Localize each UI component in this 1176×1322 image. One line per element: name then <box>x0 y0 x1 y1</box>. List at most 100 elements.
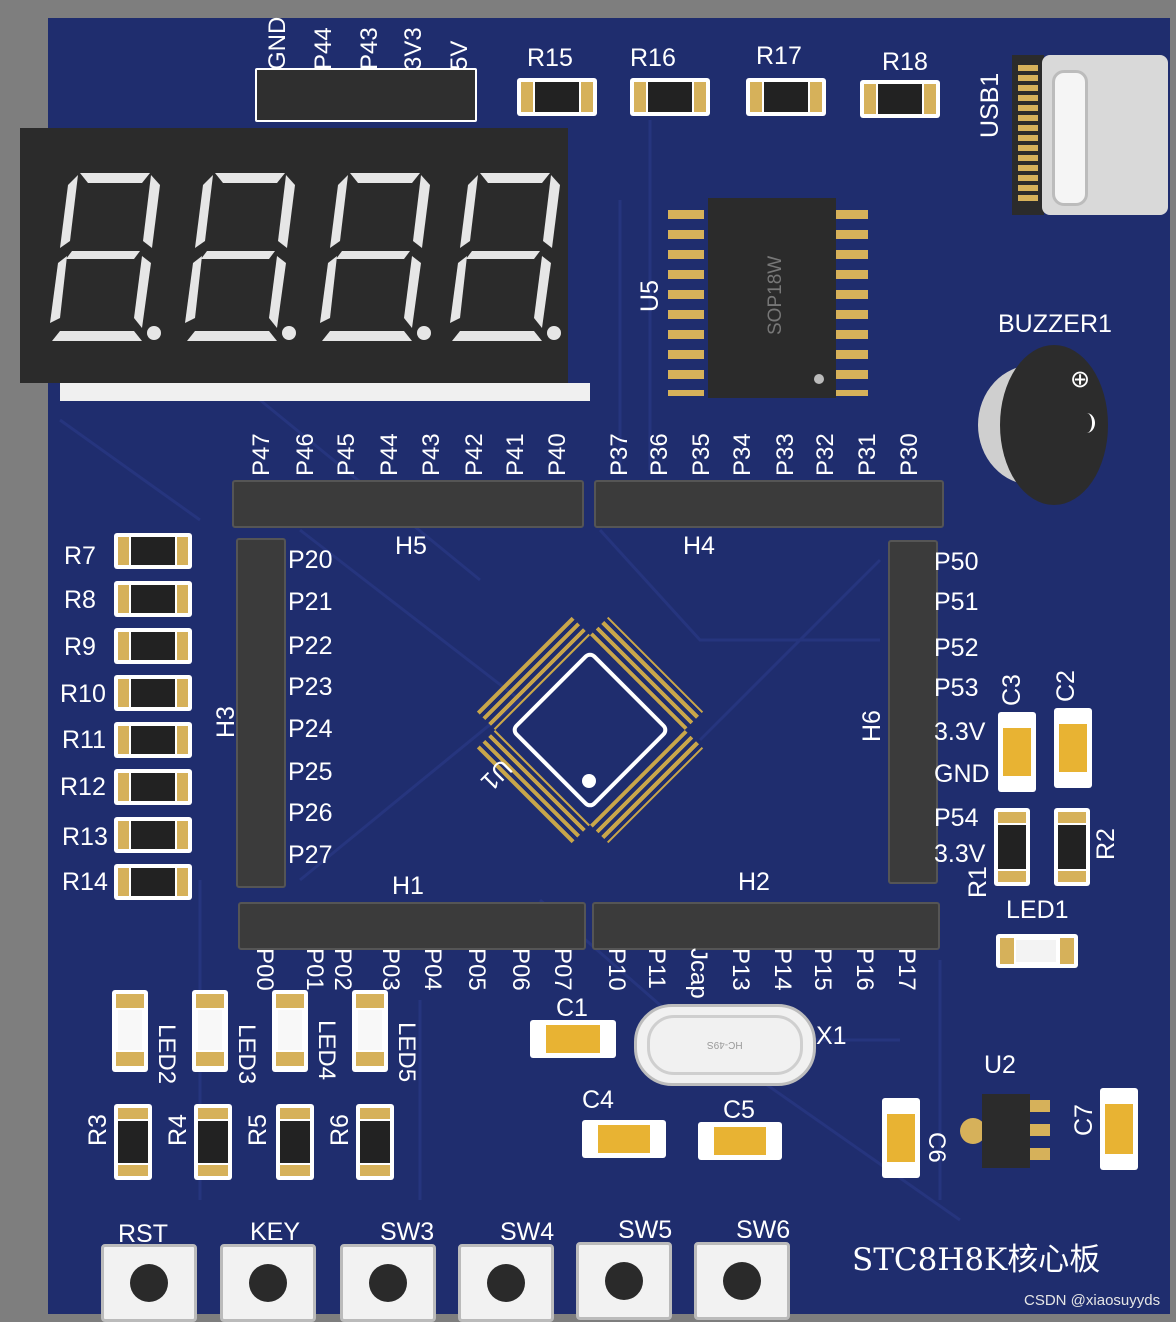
h4-pin-label: P36 <box>646 433 673 476</box>
h6-pin-label: P51 <box>934 588 979 616</box>
button-cap[interactable] <box>249 1264 287 1302</box>
top-header <box>255 68 477 122</box>
resistor-r17 <box>746 78 826 116</box>
h1-pin-label: P00 <box>251 948 278 991</box>
h2-pin-label: P13 <box>727 948 754 991</box>
u5-package-marking: SOP18W <box>765 255 786 335</box>
buzzer-plus-icon: ⊕ <box>1070 366 1091 393</box>
led-label: LED2 <box>153 1024 180 1085</box>
crystal-marking: HC-49S <box>707 1039 743 1050</box>
top-header-pin-label: P44 <box>310 27 337 70</box>
top-header-pin-label: P43 <box>356 27 383 70</box>
button-cap[interactable] <box>369 1264 407 1302</box>
h1-header <box>238 902 586 950</box>
h2-pin-label: P16 <box>851 948 878 991</box>
h3-pin-label: P24 <box>288 715 333 743</box>
h4-header <box>594 480 944 528</box>
sw6-button[interactable] <box>694 1242 790 1320</box>
h3-pin-label: P25 <box>288 758 333 786</box>
h6-pin-label: P53 <box>934 674 979 702</box>
top-header-pin-label: 3V3 <box>400 27 427 70</box>
h1-pin-label: P06 <box>507 948 534 991</box>
usb-label: USB1 <box>976 72 1004 138</box>
h4-pin-label: P31 <box>854 433 881 476</box>
h6-header <box>888 540 938 884</box>
h5-pin-label: P46 <box>292 433 319 476</box>
button-cap[interactable] <box>605 1262 643 1300</box>
resistor-label: R16 <box>630 44 676 72</box>
crystal-label: X1 <box>816 1022 847 1050</box>
c6-label: C6 <box>923 1132 950 1163</box>
h2-label: H2 <box>738 868 770 896</box>
h6-pin-label: GND <box>934 760 990 788</box>
sw3-button[interactable] <box>340 1244 436 1322</box>
h6-pin-label: 3.3V <box>934 840 986 868</box>
buzzer-label: BUZZER1 <box>998 310 1112 338</box>
h3-pin-label: P26 <box>288 799 333 827</box>
button-label: SW3 <box>380 1218 435 1246</box>
resistor-r5 <box>276 1104 314 1180</box>
rst-button[interactable] <box>101 1244 197 1322</box>
h4-pin-label: P30 <box>896 433 923 476</box>
h2-pin-label: P14 <box>769 948 796 991</box>
h3-header <box>236 538 286 888</box>
resistor-r4 <box>194 1104 232 1180</box>
button-cap[interactable] <box>723 1262 761 1300</box>
h2-pin-label: P10 <box>603 948 630 991</box>
u5-sop18w <box>668 198 868 403</box>
h1-label: H1 <box>392 872 424 900</box>
capacitor-c6 <box>882 1098 920 1178</box>
sw4-button[interactable] <box>458 1244 554 1322</box>
h5-label: H5 <box>395 532 427 560</box>
resistor <box>114 769 192 805</box>
seven-segment-display <box>20 128 590 401</box>
resistor-label: R18 <box>882 48 928 76</box>
key-button[interactable] <box>220 1244 316 1322</box>
resistor-label: R4 <box>164 1114 192 1146</box>
resistor-r2 <box>1054 808 1090 886</box>
capacitor-c1 <box>530 1020 616 1058</box>
resistor-label: R5 <box>244 1114 272 1146</box>
h6-label: H6 <box>858 710 886 742</box>
h4-label: H4 <box>683 532 715 560</box>
h3-pin-label: P27 <box>288 841 333 869</box>
h3-pin-label: P21 <box>288 588 333 616</box>
h2-pin-label: Jcap <box>685 948 712 999</box>
resistor-r6 <box>356 1104 394 1180</box>
top-header-pin-label: GND <box>264 16 291 70</box>
board-title: STC8H8K核心板 <box>852 1242 1101 1278</box>
resistor-label: R9 <box>64 633 96 661</box>
button-cap[interactable] <box>130 1264 168 1302</box>
h6-pin-label: P52 <box>934 634 979 662</box>
capacitor-c7 <box>1100 1088 1138 1170</box>
capacitor-c2 <box>1054 708 1092 788</box>
watermark: CSDN @xiaosuyyds <box>1024 1292 1161 1309</box>
resistor <box>114 817 192 853</box>
c5-label: C5 <box>723 1096 755 1124</box>
h1-pin-label: P03 <box>377 948 404 991</box>
led-label: LED5 <box>393 1022 420 1083</box>
h6-pin-label: P54 <box>934 804 979 832</box>
sw5-button[interactable] <box>576 1242 672 1320</box>
resistor-label: R1 <box>964 866 992 898</box>
resistor-r15 <box>517 78 597 116</box>
led-4 <box>272 990 308 1072</box>
c1-label: C1 <box>556 994 588 1022</box>
h4-pin-label: P32 <box>812 433 839 476</box>
h5-pin-label: P40 <box>544 433 571 476</box>
u2-label: U2 <box>984 1051 1016 1079</box>
led-label: LED4 <box>313 1020 340 1081</box>
h6-pin-label: 3.3V <box>934 718 986 746</box>
led-3 <box>192 990 228 1072</box>
button-cap[interactable] <box>487 1264 525 1302</box>
resistor-r16 <box>630 78 710 116</box>
button-label: SW6 <box>736 1216 791 1244</box>
resistor <box>114 533 192 569</box>
h5-pin-label: P45 <box>333 433 360 476</box>
h5-pin-label: P42 <box>461 433 488 476</box>
resistor-label: R15 <box>527 44 573 72</box>
resistor-label: R2 <box>1092 828 1120 860</box>
capacitor-c4 <box>582 1120 666 1158</box>
h3-label: H3 <box>212 706 240 738</box>
h4-pin-label: P35 <box>688 433 715 476</box>
